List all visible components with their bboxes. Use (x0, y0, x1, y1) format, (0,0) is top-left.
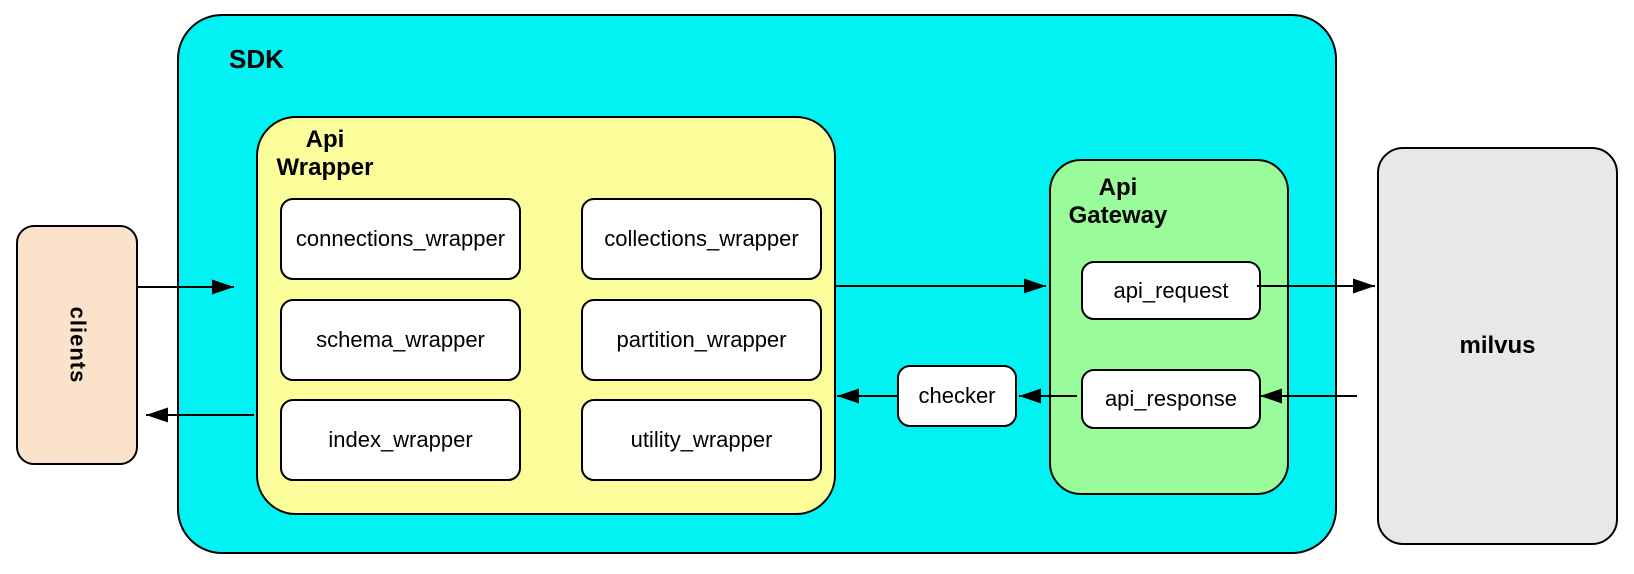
schema-wrapper-box: schema_wrapper (280, 299, 521, 381)
partition-wrapper-label: partition_wrapper (616, 327, 787, 352)
milvus-label: milvus (1459, 332, 1536, 359)
index-wrapper-label: index_wrapper (328, 427, 473, 452)
api-gateway-label: Api Gateway (1068, 174, 1168, 229)
checker-label: checker (918, 383, 996, 408)
api-wrapper-label: Api Wrapper (276, 126, 374, 181)
sdk-container: SDK Api Wrapper connections_wrapper coll… (177, 14, 1337, 554)
schema-wrapper-label: schema_wrapper (316, 327, 485, 352)
collections-wrapper-label: collections_wrapper (604, 226, 799, 251)
api-response-label: api_response (1104, 386, 1238, 411)
connections-wrapper-box: connections_wrapper (280, 198, 521, 280)
collections-wrapper-box: collections_wrapper (581, 198, 822, 280)
utility-wrapper-box: utility_wrapper (581, 399, 822, 481)
api-response-box: api_response (1081, 369, 1261, 429)
api-request-label: api_request (1113, 277, 1229, 303)
clients-label: clients (64, 306, 90, 384)
api-wrapper-container: Api Wrapper connections_wrapper collecti… (256, 116, 836, 515)
partition-wrapper-box: partition_wrapper (581, 299, 822, 381)
sdk-label: SDK (229, 44, 284, 74)
utility-wrapper-label: utility_wrapper (630, 427, 773, 452)
checker-box: checker (897, 365, 1017, 427)
api-gateway-container: Api Gateway api_request api_response (1049, 159, 1289, 495)
clients-node: clients (16, 225, 138, 465)
api-request-box: api_request (1081, 261, 1261, 320)
connections-wrapper-label: connections_wrapper (295, 226, 506, 251)
milvus-node: milvus (1377, 147, 1618, 545)
index-wrapper-box: index_wrapper (280, 399, 521, 481)
